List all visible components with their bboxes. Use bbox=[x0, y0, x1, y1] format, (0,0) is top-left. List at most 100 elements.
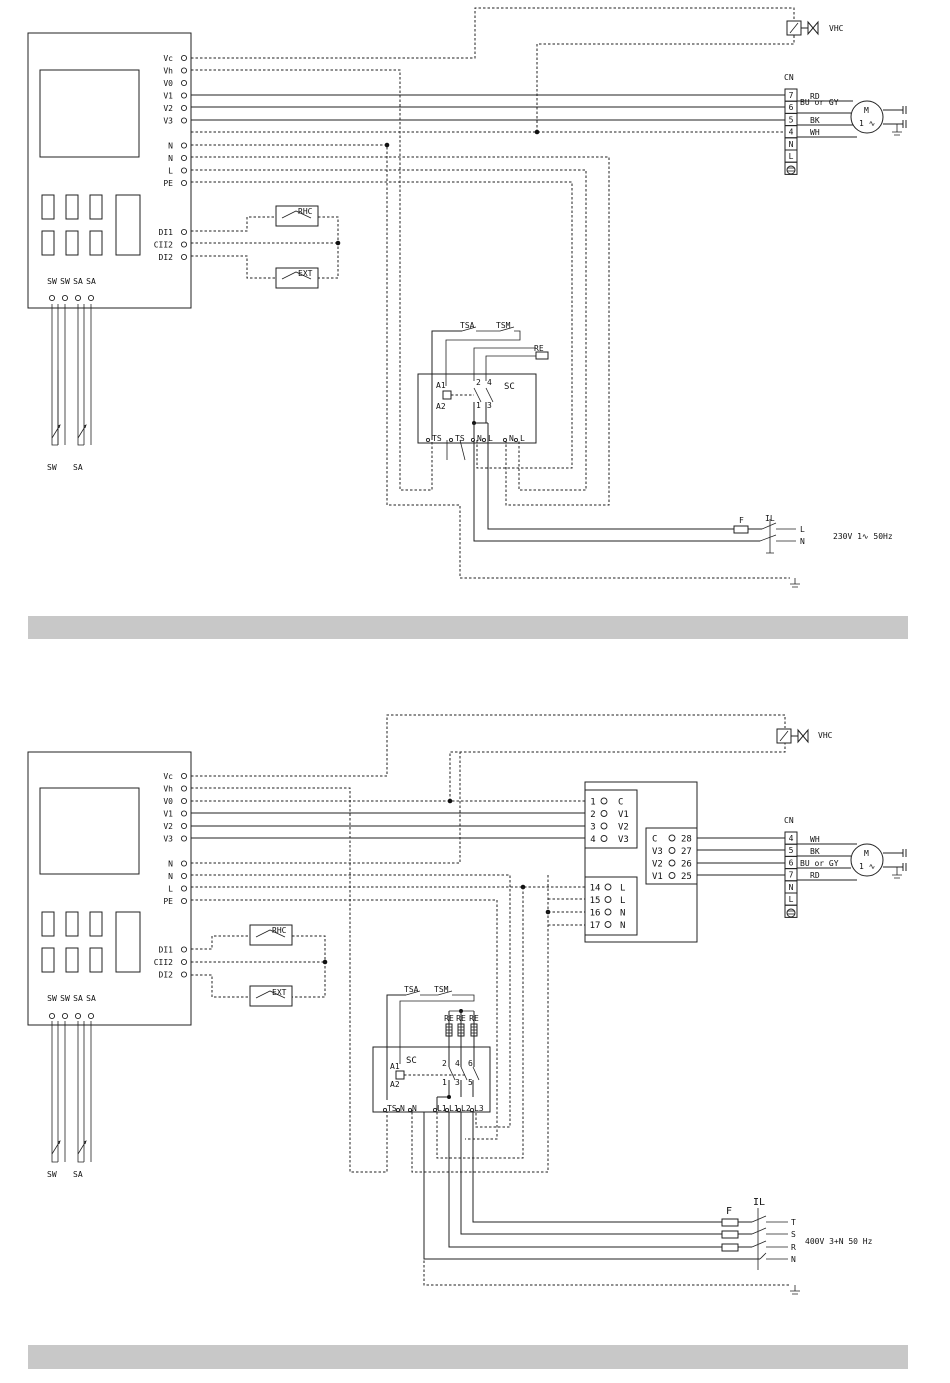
coil-a2-label: A2 bbox=[436, 402, 446, 411]
motor-wire-label: RD bbox=[810, 92, 820, 101]
controller-terminal bbox=[180, 253, 188, 261]
relay-input-signal: C bbox=[618, 798, 623, 808]
motor-sub: 1 ∿ bbox=[859, 119, 875, 128]
ext-switch bbox=[275, 267, 319, 289]
cn-pin-label: 4 bbox=[789, 834, 794, 843]
controller-key bbox=[41, 947, 55, 973]
fuse-icon bbox=[721, 1243, 739, 1252]
motor-wire-label: BK bbox=[810, 847, 820, 856]
relay-output-terminal bbox=[668, 847, 676, 854]
sensor-terminal bbox=[74, 1012, 82, 1020]
controller-terminal bbox=[180, 785, 188, 792]
relay-input-num: 4 bbox=[590, 835, 595, 845]
relay-power-signal: N bbox=[620, 909, 625, 919]
ext-label: EXT bbox=[298, 269, 313, 278]
relay-power-num: 17 bbox=[590, 921, 601, 931]
sc-terminal bbox=[513, 437, 519, 443]
rhc-ext-switches: RHC EXT bbox=[191, 924, 328, 1007]
sensor-terminal-label: SA bbox=[73, 277, 83, 286]
controller-terminal-label: Vh bbox=[163, 785, 173, 794]
coil-a1-label: A1 bbox=[436, 381, 446, 390]
valve-vhc: VHC bbox=[776, 728, 833, 744]
motor-label: M bbox=[864, 849, 869, 858]
rhc-label: RHC bbox=[298, 207, 313, 216]
sensor-terminal-label: SA bbox=[86, 277, 96, 286]
sensor-label-sa: SA bbox=[73, 1170, 83, 1179]
cn-pin-label: L bbox=[789, 895, 794, 904]
contact-label: 1 bbox=[476, 401, 481, 410]
relay-input-terminal bbox=[600, 835, 608, 842]
controller-terminal-label: L bbox=[168, 885, 173, 894]
sensor-label-sw: SW bbox=[47, 1170, 57, 1179]
contact-label: 6 bbox=[468, 1059, 473, 1068]
wire-vh-to-sc bbox=[191, 69, 433, 491]
controller-display bbox=[39, 787, 140, 875]
controller-terminal bbox=[180, 117, 188, 124]
cn-pin-label: 5 bbox=[789, 846, 794, 855]
valve-vhc: VHC bbox=[786, 20, 844, 36]
sensor-leads: SW SA bbox=[47, 1021, 92, 1179]
section-divider-1 bbox=[28, 616, 908, 639]
sensor-sw-thermistor-icon bbox=[51, 1140, 61, 1155]
relay-power-num: 16 bbox=[590, 909, 601, 919]
cn-pin-label: N bbox=[789, 140, 794, 149]
controller-terminal bbox=[180, 797, 188, 805]
motor-label: M bbox=[864, 106, 869, 115]
controller-terminal bbox=[180, 54, 188, 62]
controller-terminal bbox=[180, 167, 188, 174]
sc-terminal-label: L1 bbox=[449, 1104, 459, 1113]
contact-label: 3 bbox=[487, 401, 492, 410]
sc-terminal-label: N bbox=[509, 434, 514, 443]
contact-label: 5 bbox=[468, 1078, 473, 1087]
motor-wire-label: WH bbox=[810, 128, 820, 137]
controller-key-large bbox=[115, 911, 141, 973]
controller-terminal-label: Vh bbox=[163, 67, 173, 76]
controller-housing bbox=[27, 751, 192, 1026]
relay-power-signal: L bbox=[620, 884, 625, 894]
controller-terminal-label: PE bbox=[163, 179, 173, 188]
sensor-label-sw: SW bbox=[47, 463, 57, 472]
ground-icon bbox=[790, 578, 800, 588]
controller-terminal bbox=[180, 835, 188, 842]
controller-terminal bbox=[180, 971, 188, 978]
sc-label: SC bbox=[406, 1056, 417, 1066]
controller-terminal-label: CII2 bbox=[154, 241, 173, 250]
controller-key bbox=[41, 911, 55, 937]
ext-label: EXT bbox=[272, 988, 287, 997]
controller-terminal bbox=[180, 872, 188, 880]
supply-line-label: T bbox=[791, 1218, 796, 1227]
motor-wire-label: RD bbox=[810, 871, 820, 880]
supply-text: 400V 3+N 50 Hz bbox=[805, 1237, 873, 1246]
contact-label: 4 bbox=[487, 378, 492, 387]
controller-terminal-label: Vc bbox=[163, 54, 173, 63]
relay-input-terminal bbox=[600, 822, 608, 830]
valve-label: VHC bbox=[829, 24, 844, 33]
relay-input-num: 1 bbox=[590, 798, 595, 808]
sensor-label-sa: SA bbox=[73, 463, 83, 472]
controller-terminal-label: V1 bbox=[163, 810, 173, 819]
heater-element bbox=[535, 351, 549, 360]
controller-terminal-label: V2 bbox=[163, 104, 173, 113]
controller-key bbox=[89, 230, 103, 256]
sc-terminal-label: L bbox=[488, 434, 493, 443]
contact-label: 3 bbox=[455, 1078, 460, 1087]
controller-key bbox=[65, 911, 79, 937]
relay-power-signal: N bbox=[620, 921, 625, 931]
controller-terminal bbox=[180, 241, 188, 248]
cn-pin-label: 6 bbox=[789, 858, 794, 867]
controller-key bbox=[65, 947, 79, 973]
controller-terminal bbox=[180, 772, 188, 780]
valve-icon bbox=[797, 728, 809, 744]
supply-d1: F IL L N 230V 1∿ 50Hz bbox=[473, 440, 893, 588]
controller-terminal bbox=[180, 958, 188, 966]
sc-terminal-label: L3 bbox=[474, 1104, 484, 1113]
relay-output-signal: V2 bbox=[652, 860, 663, 870]
relay-output-block bbox=[645, 827, 698, 885]
rhc-label: RHC bbox=[272, 926, 287, 935]
